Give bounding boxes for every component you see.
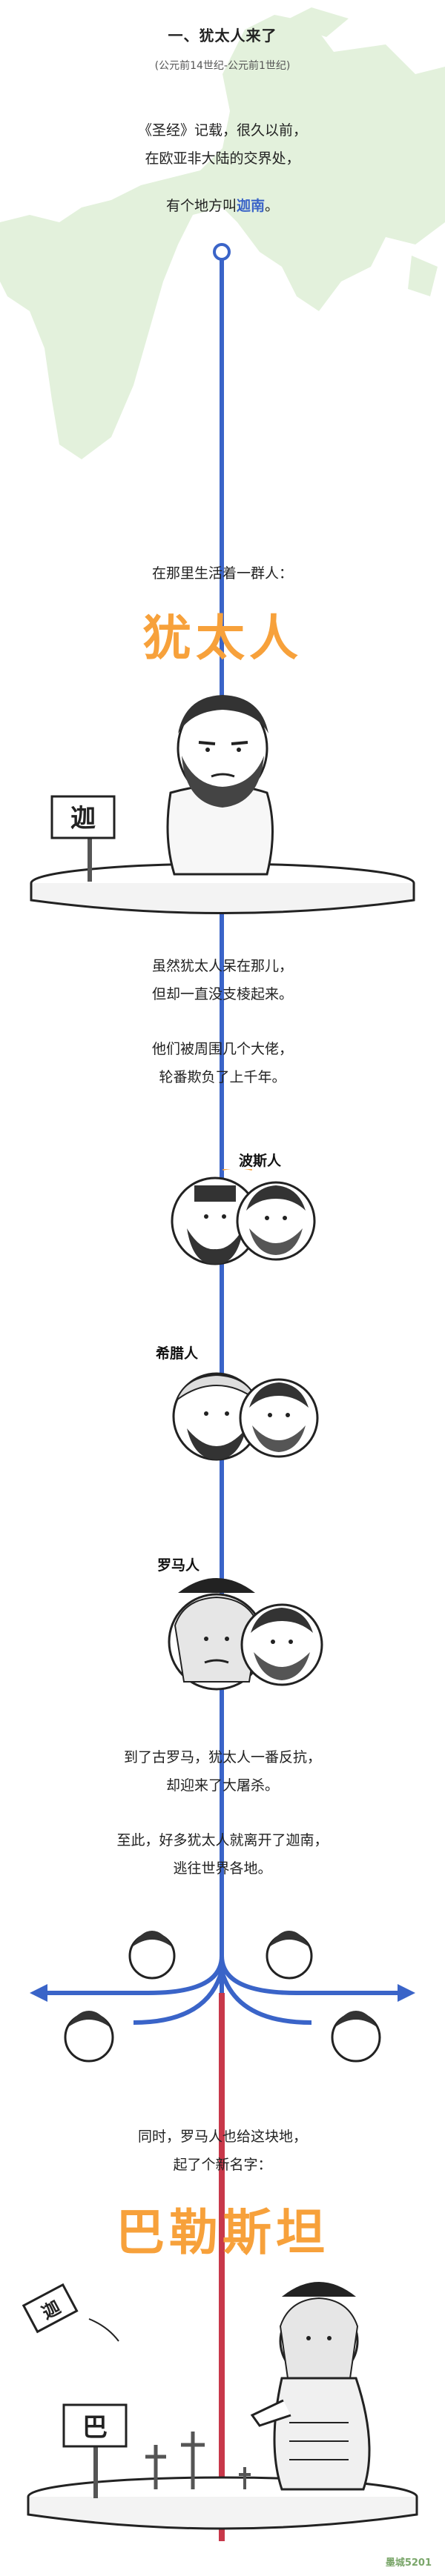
story1-line-1: 虽然犹太人呆在那儿，: [151, 958, 293, 974]
place-name-canaan: 迦南: [236, 198, 265, 214]
diaspora-arrows-illustration: [30, 1931, 415, 2063]
timeline-start-marker: [213, 243, 231, 261]
new-sign-text: 巴: [82, 2413, 108, 2443]
romans-faces-illustration: [168, 1578, 323, 1691]
story1-line-2: 但却一直没支棱起来。: [151, 986, 293, 1002]
section-title: 一、犹太人来了: [168, 27, 277, 44]
story1-line-3: 他们被周围几个大佬，: [151, 1041, 293, 1057]
intro-line-2: 在欧亚非大陆的交界处，: [145, 150, 300, 167]
oppressor-label-persians: 波斯人: [239, 1153, 282, 1169]
intro-line-1: 《圣经》记载，很久以前，: [137, 122, 307, 139]
story2-line-2: 却迎来了大屠杀。: [165, 1777, 279, 1794]
rename-line-1: 同时，罗马人也给这块地，: [137, 2129, 307, 2145]
story2-line-3: 至此，好多犹太人就离开了迦南，: [116, 1832, 329, 1848]
story1-line-4: 轮番欺负了上千年。: [159, 1069, 286, 1085]
intro-line-3: 有个地方叫迦南。: [0, 194, 445, 218]
oppressor-label-greeks: 希腊人: [156, 1345, 199, 1362]
jewish-man-illustration: 迦: [30, 695, 415, 914]
rename-line-2: 起了个新名字：: [173, 2157, 272, 2173]
oppressor-label-romans: 罗马人: [157, 1557, 200, 1574]
world-map-background: [0, 7, 445, 459]
greeks-faces-illustration: [172, 1372, 319, 1461]
timeline-blue-segment: [220, 252, 224, 1993]
story2-line-1: 到了古罗马，犹太人一番反抗，: [123, 1749, 321, 1765]
people-name: 犹太人: [142, 610, 303, 667]
story2-line-4: 逃往世界各地。: [173, 1860, 272, 1877]
roman-soldier-renaming-illustration: 迦 巴: [22, 2282, 418, 2530]
intro-line-3-prefix: 有个地方叫: [165, 198, 237, 214]
canaan-sign-text: 迦: [70, 804, 96, 833]
watermark: 墨城5201: [385, 2557, 432, 2569]
intro-line-3-suffix: 。: [265, 198, 280, 214]
people-caption: 在那里生活着一群人：: [151, 565, 293, 582]
new-land-name: 巴勒斯坦: [116, 2204, 329, 2261]
section-subtitle: (公元前14世纪-公元前1世纪): [154, 60, 291, 72]
timeline-red-segment: [219, 1993, 225, 2541]
persians-faces-illustration: [171, 1169, 316, 1265]
